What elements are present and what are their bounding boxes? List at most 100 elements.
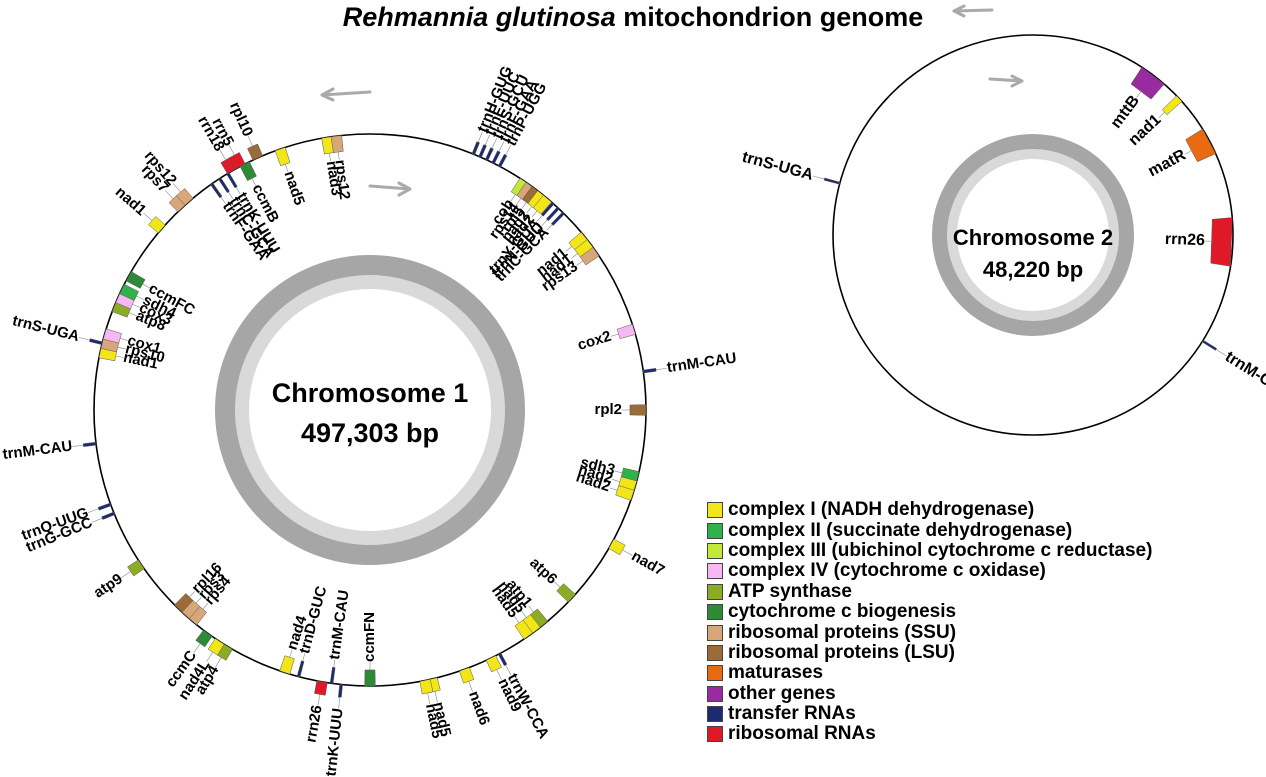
gene-leader-line xyxy=(215,657,222,668)
legend-swatch xyxy=(707,563,723,580)
legend-swatch xyxy=(707,583,723,600)
chromosome-2-backbone xyxy=(832,34,1234,436)
gene-label: trnK-UUU xyxy=(323,707,347,777)
gene-leader-line xyxy=(434,691,438,703)
clockwise-arrow-icon xyxy=(988,74,1024,88)
legend-label: complex I (NADH dehydrogenase) xyxy=(728,499,1035,521)
gene-leader-line xyxy=(333,659,336,668)
gene-block-trnm-cau xyxy=(329,666,336,684)
legend-swatch xyxy=(707,665,723,682)
gene-block-nad1 xyxy=(1161,95,1183,116)
gene-block-ccmfc xyxy=(125,271,146,289)
gene-leader-line xyxy=(565,246,573,252)
chromosome-2-gc-ring-outer xyxy=(932,134,1134,336)
gene-block-trnh-gug xyxy=(471,141,480,155)
gene-leader-line xyxy=(546,224,553,231)
legend-swatch xyxy=(707,726,723,743)
legend-item: ribosomal proteins (LSU) xyxy=(707,642,1262,663)
gene-block-trng-gcc xyxy=(101,511,115,520)
gene-block-ccmfn xyxy=(364,669,376,687)
gene-leader-line xyxy=(655,367,668,371)
legend-item: complex II (succinate dehydrogenase) xyxy=(707,520,1262,540)
gene-block-trnm-cau xyxy=(1201,339,1218,351)
gene-leader-line xyxy=(610,333,619,337)
legend-swatch xyxy=(707,502,723,519)
gene-leader-line xyxy=(165,190,174,199)
chromosome-1-size: 497,303 bp xyxy=(301,418,439,448)
legend-label: maturases xyxy=(728,662,824,684)
gene-label: trnM-CAU xyxy=(326,589,353,661)
gene-leader-line xyxy=(117,346,126,350)
gene-label: rrn26 xyxy=(1165,231,1206,249)
gene-block-trnk-uuu xyxy=(226,172,238,189)
gene-leader-line xyxy=(317,694,321,706)
gene-leader-line xyxy=(1216,349,1227,357)
gene-block-mttb xyxy=(1130,66,1165,100)
legend-label: ATP synthase xyxy=(728,580,852,602)
gene-leader-line xyxy=(510,194,516,202)
chromosome-1-map: trnH-GUGtrnE-UUCtrnS-GCUtrnF-GAAtrnP-UGG… xyxy=(2,64,738,777)
legend-item: complex III (ubichinol cytochrome c redu… xyxy=(707,540,1262,561)
gene-block-rpl2 xyxy=(629,404,647,416)
gene-label: nad7 xyxy=(629,548,668,580)
gene-leader-line xyxy=(612,479,621,482)
gene-leader-line xyxy=(128,312,137,316)
legend-swatch xyxy=(707,644,723,661)
legend-item: ribosomal proteins (SSU) xyxy=(707,622,1262,642)
gene-block-trnm-cau xyxy=(82,441,97,447)
gene-leader-line xyxy=(484,134,490,146)
gene-leader-line xyxy=(78,337,90,341)
gene-block-trnk-uuu xyxy=(338,684,343,698)
gene-leader-line xyxy=(195,597,202,604)
gene-label: rpl2 xyxy=(594,401,622,418)
gene-leader-line xyxy=(247,135,253,147)
gene-leader-line xyxy=(136,295,144,300)
direction-arrows xyxy=(320,4,1024,197)
legend-swatch xyxy=(707,542,723,559)
legend-label: ribosomal RNAs xyxy=(728,723,876,745)
legend-item: other genes xyxy=(707,683,1262,704)
gene-leader-line xyxy=(142,283,150,289)
gene-leader-line xyxy=(189,591,196,598)
chromosome-2-gc-ring-inner xyxy=(947,149,1119,321)
legend-swatch xyxy=(707,604,723,621)
chromosome-2-size: 48,220 bp xyxy=(983,257,1083,282)
legend-label: cytochrome c biogenesis xyxy=(728,601,957,623)
gene-block-sdh4 xyxy=(119,283,139,301)
gene-leader-line xyxy=(115,355,124,358)
gene-leader-line xyxy=(505,144,512,156)
gene-block-trnw-cca xyxy=(497,652,508,667)
gene-block-nad1 xyxy=(148,216,166,234)
gene-leader-line xyxy=(614,470,623,474)
gene-leader-line xyxy=(498,141,505,152)
legend-item: complex I (NADH dehydrogenase) xyxy=(707,500,1262,520)
gene-block-atp6 xyxy=(556,583,576,603)
gene-block-nad5 xyxy=(274,147,291,167)
gene-leader-line xyxy=(329,153,331,162)
gene-block-cox2 xyxy=(616,323,636,340)
gene-leader-line xyxy=(235,186,241,195)
gene-block-rps13 xyxy=(579,247,600,266)
gene-block-trnf-gaa xyxy=(210,182,223,199)
gene-leader-line xyxy=(571,253,578,259)
gene-block-nad2 xyxy=(532,194,552,215)
gene-label: matR xyxy=(1145,146,1189,180)
gene-leader-line xyxy=(531,210,538,218)
gene-block-rps12 xyxy=(176,188,194,206)
gene-leader-line xyxy=(427,692,431,705)
gene-leader-line xyxy=(521,202,527,209)
gene-block-trny-gua xyxy=(540,201,555,217)
gene-leader-line xyxy=(132,303,140,308)
legend-item: maturases xyxy=(707,663,1262,683)
gene-label: rrn26 xyxy=(302,704,325,744)
gene-block-rps12 xyxy=(330,135,344,153)
gene-leader-line xyxy=(121,571,131,579)
gene-label: nad5 xyxy=(422,702,446,740)
legend-item: complex IV (cytochrome c oxidase) xyxy=(707,561,1262,581)
legend-item: cytochrome c biogenesis xyxy=(707,602,1262,622)
gene-leader-line xyxy=(526,206,533,213)
gene-block-trns-gcu xyxy=(484,147,494,161)
gene-label: nad5 xyxy=(280,169,307,208)
gene-leader-line xyxy=(289,649,293,658)
gene-label: nad6 xyxy=(465,689,493,728)
